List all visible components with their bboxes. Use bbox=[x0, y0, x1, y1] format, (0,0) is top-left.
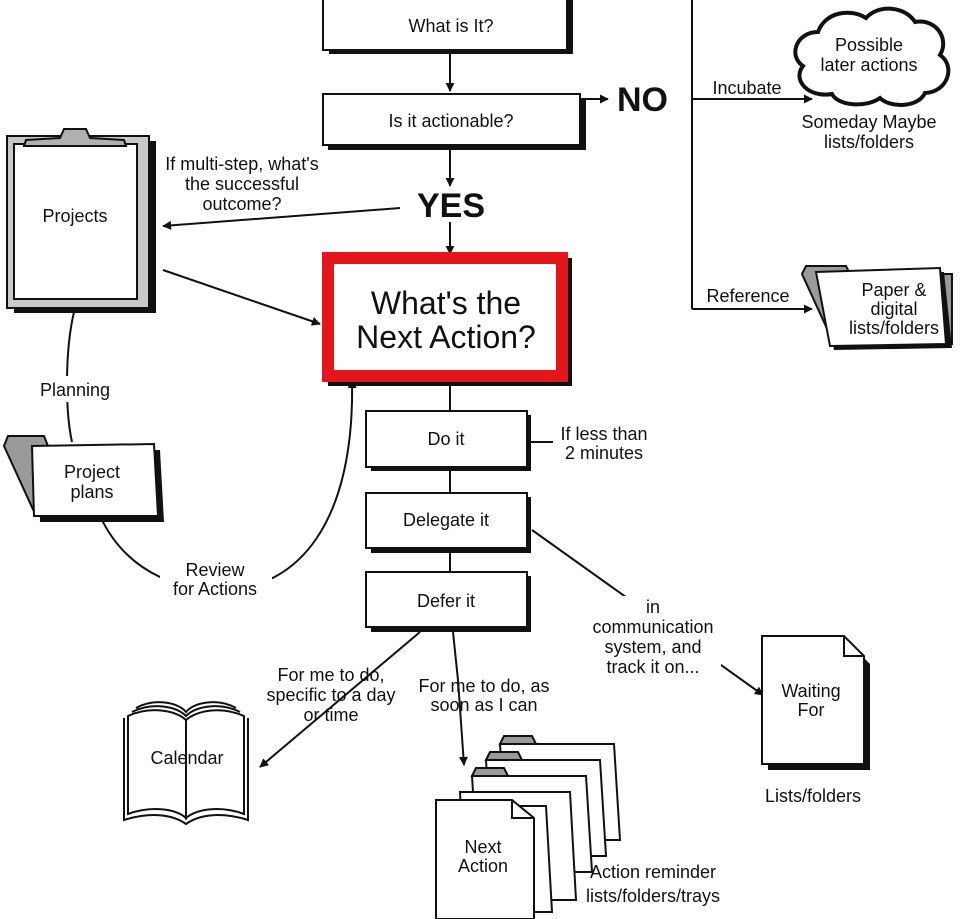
next-action-box: What's the Next Action? bbox=[322, 252, 572, 386]
planning-label: Planning bbox=[40, 380, 110, 400]
delegate-note-line-4: track it on... bbox=[606, 657, 699, 677]
cloud-line-2: later actions bbox=[820, 55, 917, 75]
next-action-folder-line-2: Action bbox=[458, 856, 508, 876]
defer-day-note: For me to do, specific to a day or time bbox=[266, 665, 395, 725]
defer-day-line-2: specific to a day bbox=[266, 685, 395, 705]
project-plans-line-2: plans bbox=[70, 482, 113, 502]
reminder-caption-line-1: Action reminder bbox=[590, 862, 716, 882]
defer-day-line-1: For me to do, bbox=[277, 665, 384, 685]
do-it-label: Do it bbox=[427, 429, 464, 449]
less-than-line-1: If less than bbox=[560, 424, 647, 444]
defer-asap-line-2: soon as I can bbox=[430, 695, 537, 715]
project-plans-folder-icon: Project plans bbox=[2, 435, 164, 522]
reference-folder-icon: Paper & digital lists/folders bbox=[800, 265, 953, 350]
cloud-icon: Possible later actions bbox=[793, 6, 951, 107]
delegate-it-box: Delegate it bbox=[365, 492, 531, 553]
next-action-folder-line-1: Next bbox=[464, 837, 501, 857]
next-action-folders-icon: Next Action bbox=[435, 735, 622, 919]
someday-line-2: lists/folders bbox=[824, 132, 914, 152]
incubate-label: Incubate bbox=[712, 78, 781, 98]
delegate-note-line-2: communication bbox=[592, 617, 713, 637]
paper-line-2: digital bbox=[870, 299, 917, 319]
someday-line-1: Someday Maybe bbox=[801, 112, 936, 132]
cloud-line-1: Possible bbox=[835, 35, 903, 55]
less-than-line-2: 2 minutes bbox=[565, 443, 643, 463]
paper-line-1: Paper & bbox=[861, 280, 926, 300]
delegate-it-label: Delegate it bbox=[403, 510, 489, 530]
reminder-caption-line-2: lists/folders/trays bbox=[586, 886, 720, 906]
actionable-label: Is it actionable? bbox=[388, 111, 513, 131]
delegate-note-line-3: system, and bbox=[604, 637, 701, 657]
review-line-1: Review bbox=[185, 560, 245, 580]
less-than-note: If less than 2 minutes bbox=[560, 424, 647, 463]
no-label: NO bbox=[617, 81, 668, 119]
paper-line-3: lists/folders bbox=[849, 318, 939, 338]
next-action-line-1: What's the bbox=[371, 285, 521, 321]
defer-asap-line-1: For me to do, as bbox=[418, 676, 549, 696]
arrow-defer-to-calendar bbox=[259, 631, 421, 768]
delegate-note-line-1: in bbox=[646, 597, 660, 617]
waiting-for-document-icon: Waiting For bbox=[761, 635, 870, 770]
calendar-label: Calendar bbox=[150, 748, 223, 768]
arrow-defer-to-next-action bbox=[452, 631, 468, 766]
review-line-2: for Actions bbox=[173, 579, 257, 599]
what-is-it-label: What is It? bbox=[408, 16, 493, 36]
project-plans-line-1: Project bbox=[64, 462, 120, 482]
what-is-it-box: What is It? bbox=[322, 0, 573, 54]
defer-it-label: Defer it bbox=[417, 591, 475, 611]
yes-label: YES bbox=[417, 187, 485, 225]
defer-it-box: Defer it bbox=[365, 571, 531, 632]
waiting-caption: Lists/folders bbox=[765, 786, 861, 806]
multi-step-line-3: outcome? bbox=[202, 194, 281, 214]
calendar-icon: Calendar bbox=[123, 701, 249, 826]
actionable-box: Is it actionable? bbox=[322, 93, 586, 150]
defer-day-line-3: or time bbox=[303, 705, 358, 725]
arrow-yes-to-projects bbox=[162, 207, 401, 230]
clipboard-icon: Projects bbox=[6, 128, 156, 313]
waiting-line-1: Waiting bbox=[781, 681, 840, 701]
arrow-projects-to-next-action bbox=[162, 269, 321, 326]
defer-asap-note: For me to do, as soon as I can bbox=[418, 676, 549, 715]
multi-step-note: If multi-step, what's the successful out… bbox=[165, 154, 318, 214]
reference-label: Reference bbox=[706, 286, 789, 306]
next-action-line-2: Next Action? bbox=[356, 319, 536, 355]
do-it-box: Do it bbox=[365, 410, 531, 471]
multi-step-line-1: If multi-step, what's bbox=[165, 154, 318, 174]
multi-step-line-2: the successful bbox=[185, 174, 299, 194]
delegate-note: in communication system, and track it on… bbox=[585, 596, 721, 677]
projects-label: Projects bbox=[42, 206, 107, 226]
review-note: Review for Actions bbox=[160, 558, 272, 600]
connectors bbox=[66, 0, 813, 768]
waiting-line-2: For bbox=[798, 700, 825, 720]
